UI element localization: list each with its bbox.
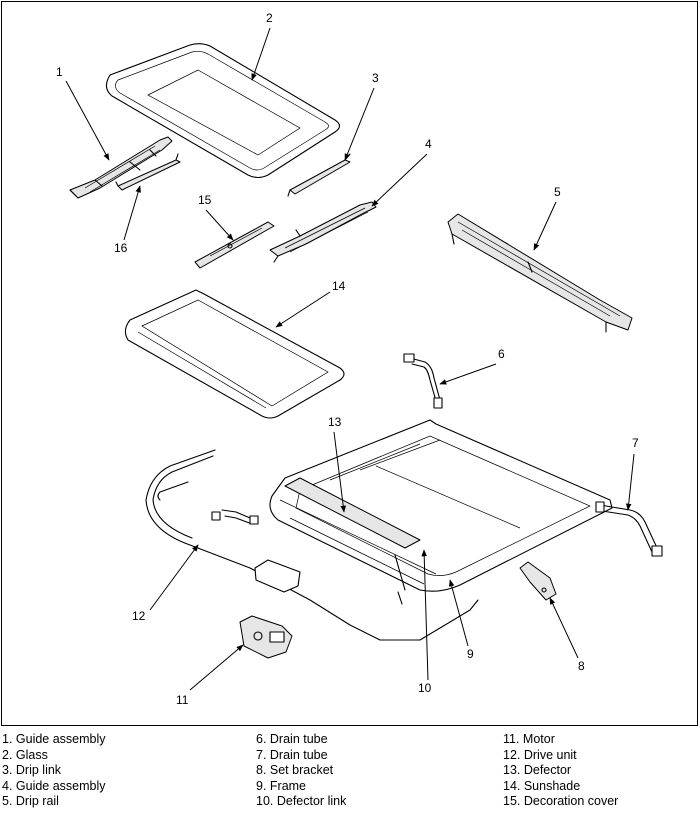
callout-1: 1 bbox=[56, 65, 63, 79]
drain-tube-6-part bbox=[403, 353, 443, 409]
motor-part bbox=[239, 615, 293, 659]
legend-column-1: 1. Guide assembly 2. Glass 3. Drip link … bbox=[2, 732, 106, 810]
drip-link-part bbox=[287, 153, 351, 197]
legend-item: 2. Glass bbox=[2, 747, 48, 762]
legend-column-3: 11. Motor 12. Drive unit 13. Defector 14… bbox=[503, 732, 618, 810]
frame-part bbox=[269, 419, 613, 605]
callout-10: 10 bbox=[418, 681, 432, 695]
legend-item: 6. Drain tube bbox=[256, 732, 328, 746]
rail-part-16 bbox=[115, 153, 181, 191]
callout-9: 9 bbox=[467, 647, 474, 661]
guide-assembly-center bbox=[269, 201, 377, 263]
callout-2: 2 bbox=[266, 11, 273, 25]
callout-4: 4 bbox=[425, 137, 432, 151]
callout-15: 15 bbox=[198, 193, 212, 207]
legend-item: 9. Frame bbox=[256, 778, 307, 793]
decoration-cover-part bbox=[194, 221, 275, 269]
legend-item: 14. Sunshade bbox=[503, 778, 581, 793]
callout-6: 6 bbox=[498, 347, 505, 361]
legend-column-2: 6. Drain tube 7. Drain tube 8. Set brack… bbox=[256, 732, 346, 810]
callout-11: 11 bbox=[176, 693, 189, 707]
legend-item: 15. Decoration cover bbox=[503, 794, 619, 809]
callout-7: 7 bbox=[632, 436, 639, 450]
set-bracket-part bbox=[519, 561, 557, 601]
legend-item: 12. Drive unit bbox=[503, 747, 577, 762]
callout-14: 14 bbox=[332, 279, 346, 293]
legend-item: 13. Defector bbox=[503, 763, 572, 778]
legend-item: 8. Set bracket bbox=[256, 763, 334, 778]
callouts: 1 2 3 4 5 6 7 8 9 10 11 12 13 bbox=[56, 11, 639, 707]
parts-legend: 1. Guide assembly 2. Glass 3. Drip link … bbox=[0, 732, 700, 812]
legend-item: 10. Defector link bbox=[256, 794, 347, 809]
drip-rail-part bbox=[447, 213, 633, 333]
legend-item: 5. Drip rail bbox=[2, 794, 59, 809]
glass-part bbox=[105, 43, 341, 179]
guide-assembly-left bbox=[69, 136, 173, 199]
legend-item: 7. Drain tube bbox=[256, 747, 328, 762]
legend-item: 4. Guide assembly bbox=[2, 778, 106, 793]
exploded-parts-diagram: 1 2 3 4 5 6 7 8 9 10 11 12 13 bbox=[1, 1, 698, 726]
callout-5: 5 bbox=[554, 185, 561, 199]
legend-item: 3. Drip link bbox=[2, 763, 62, 778]
callout-3: 3 bbox=[372, 71, 379, 85]
callout-8: 8 bbox=[578, 659, 585, 673]
diagram-canvas: 1 2 3 4 5 6 7 8 9 10 11 12 13 bbox=[56, 11, 663, 707]
callout-16: 16 bbox=[114, 241, 128, 255]
legend-item: 1. Guide assembly bbox=[2, 732, 106, 746]
callout-13: 13 bbox=[328, 415, 342, 429]
callout-12: 12 bbox=[132, 609, 146, 623]
legend-item: 11. Motor bbox=[503, 732, 555, 746]
drive-unit-part bbox=[145, 449, 479, 641]
sunshade-part bbox=[124, 289, 345, 419]
